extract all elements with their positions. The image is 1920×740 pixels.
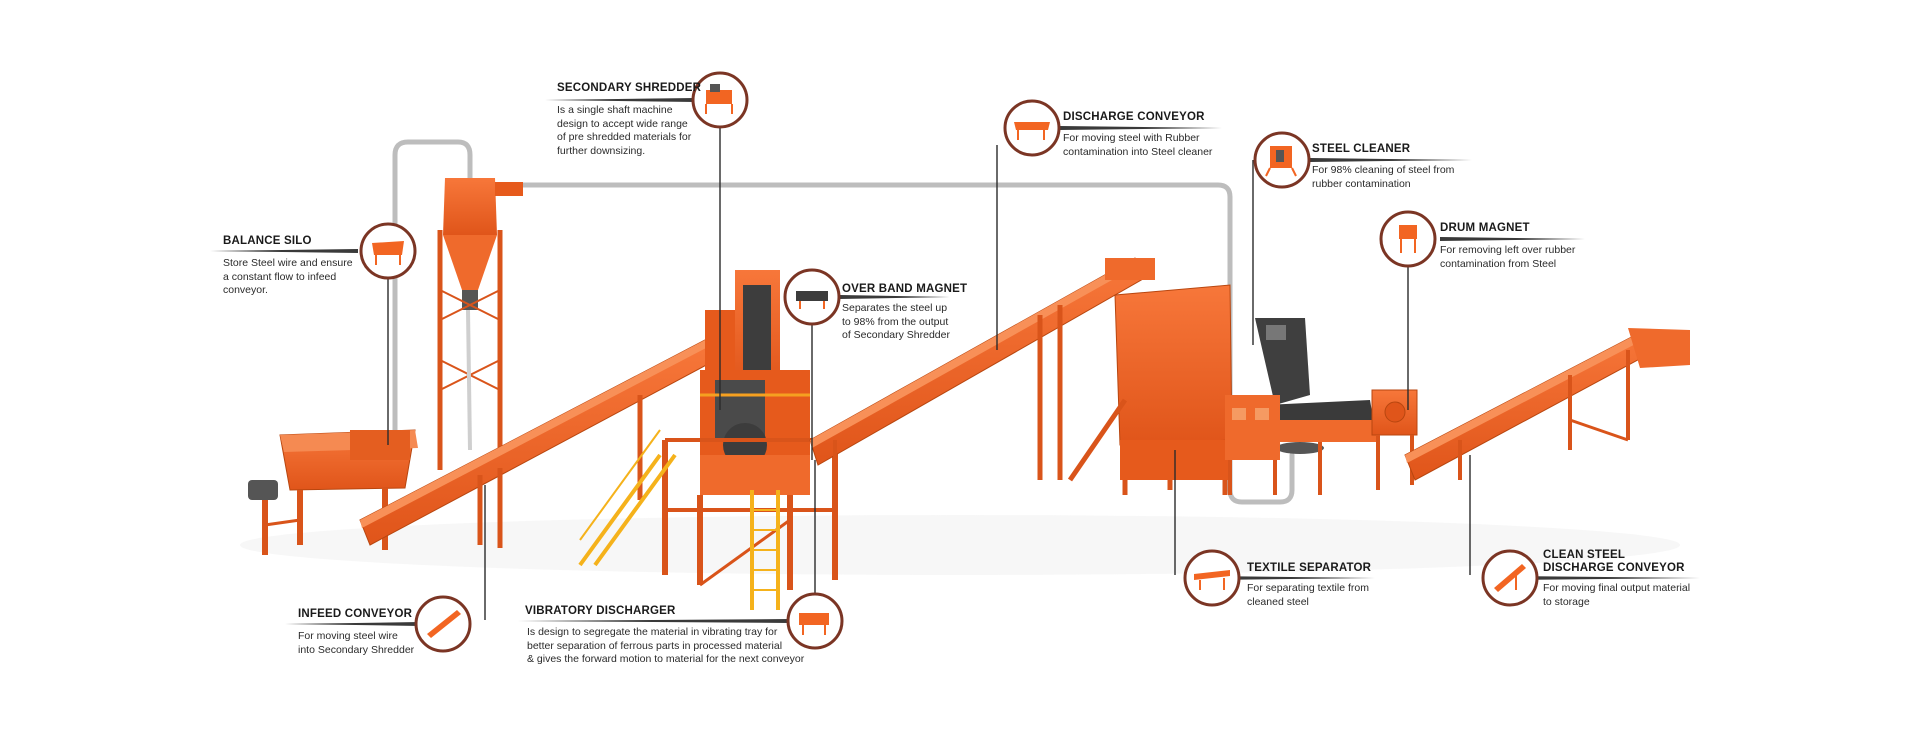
clean-steel-conveyor-icon <box>1481 549 1539 607</box>
drum-magnet-title: DRUM MAGNET <box>1440 222 1530 234</box>
steel-cleaner-machine <box>1067 284 1375 495</box>
drum-magnet-icon <box>1379 210 1437 268</box>
secondary-shredder-desc: Is a single shaft machine design to acce… <box>557 104 692 157</box>
discharge-conveyor-title: DISCHARGE CONVEYOR <box>1063 111 1205 123</box>
infeed-conveyor-icon <box>414 595 472 653</box>
infeed-conveyor-desc: For moving steel wire into Secondary Shr… <box>298 630 415 656</box>
shredder-icon <box>691 71 749 129</box>
balance-silo-machine <box>248 429 418 555</box>
infeed-conveyor-title: INFEED CONVEYOR <box>298 608 413 620</box>
discharge-conveyor-desc: For moving steel with Rubber contaminati… <box>1063 132 1213 158</box>
textile-separator-title: TEXTILE SEPARATOR <box>1247 562 1372 574</box>
secondary-shredder-title: SECONDARY SHREDDER <box>557 82 702 94</box>
vibratory-discharger-icon <box>786 592 844 650</box>
vibratory-discharger-desc: Is design to segregate the material in v… <box>527 626 805 665</box>
clean-steel-conveyor-title: CLEAN STEEL DISCHARGE CONVEYOR <box>1543 549 1685 574</box>
vibratory-discharger-title: VIBRATORY DISCHARGER <box>525 605 676 617</box>
cyclone-separator <box>437 178 523 470</box>
clean-steel-conveyor-machine <box>1404 328 1690 481</box>
pointer-bars <box>210 98 1700 626</box>
textile-separator-machine <box>1225 395 1380 495</box>
band-magnet-icon <box>783 268 841 326</box>
steel-cleaner-desc: For 98% cleaning of steel from rubber co… <box>1312 164 1455 190</box>
transport-pipe <box>392 139 1295 505</box>
leader-lines <box>387 125 1471 620</box>
over-band-magnet-desc: Separates the steel up to 98% from the o… <box>842 302 950 341</box>
over-band-magnet-title: OVER BAND MAGNET <box>842 283 968 295</box>
steel-cleaner-icon <box>1253 131 1311 189</box>
drum-magnet-desc: For removing left over rubber contaminat… <box>1440 244 1576 270</box>
silo-icon <box>359 222 417 280</box>
clean-steel-conveyor-desc: For moving final output material to stor… <box>1543 582 1691 608</box>
textile-separator-icon <box>1183 549 1241 607</box>
balance-silo-desc: Store Steel wire and ensure a constant f… <box>223 257 353 296</box>
balance-silo-title: BALANCE SILO <box>223 235 312 247</box>
badges <box>359 71 1539 653</box>
shredder-platform <box>578 270 838 610</box>
conveyor-icon <box>1003 99 1061 157</box>
steel-cleaner-title: STEEL CLEANER <box>1312 143 1411 155</box>
drum-magnet-machine <box>1371 389 1418 490</box>
textile-separator-desc: For separating textile from cleaned stee… <box>1247 582 1369 608</box>
discharge-conveyor-machine <box>809 257 1155 500</box>
